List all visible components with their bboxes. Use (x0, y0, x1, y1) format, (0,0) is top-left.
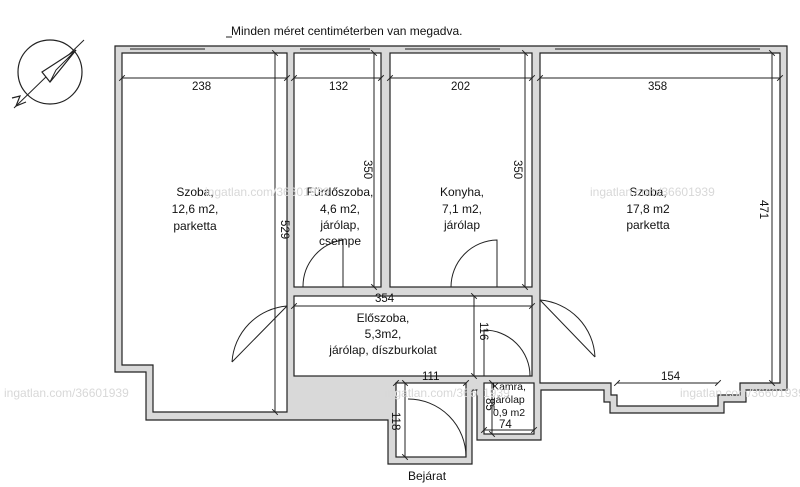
door-szoba-2 (539, 299, 596, 358)
room-label-line: Konyha, (440, 185, 484, 199)
room-label-line: parketta (173, 219, 217, 233)
door-furdo (302, 239, 344, 288)
room-label-line: csempe (319, 234, 361, 248)
dim-entry-width: 111 (422, 371, 439, 383)
watermark: ingatlan.com/36601939 (4, 386, 129, 400)
room-label-line: 17,8 m2 (626, 202, 670, 216)
door-konyha (450, 239, 498, 288)
dim-szoba2-bottom: 154 (661, 371, 681, 383)
dim-furdo-width: 132 (329, 81, 348, 93)
dim-konyha-height: 350 (511, 160, 523, 179)
dim-szoba1-width: 238 (192, 81, 211, 93)
dim-entry-depth: 118 (389, 412, 401, 430)
room-label-line: Fürdőszoba, (307, 185, 374, 199)
watermark: ingatlan.com/36601939 (590, 185, 715, 199)
room-label-line: Előszoba, (357, 311, 410, 325)
room-label-line: 0,9 m2 (493, 407, 525, 419)
compass-icon (11, 39, 85, 109)
room-labels: Szoba, 12,6 m2, parketta Fürdőszoba, 4,6… (172, 185, 670, 419)
entrance-label: Bejárat (408, 469, 447, 483)
dim-eloszoba-height: 116 (477, 322, 489, 340)
watermark: ingatlan.com/36601939 (385, 386, 510, 400)
door-szoba-1 (231, 305, 288, 363)
dim-kamra-width: 74 (499, 419, 512, 431)
room-szoba-1 (121, 52, 288, 413)
windows (130, 45, 760, 50)
measurement-note: Minden méret centiméterben van megadva. (231, 24, 462, 38)
dim-szoba2-width: 358 (648, 81, 667, 93)
dim-eloszoba-width: 354 (375, 293, 395, 305)
dim-furdo-height: 350 (361, 160, 373, 179)
dim-szoba2-height: 471 (757, 200, 769, 219)
door-entry (407, 398, 467, 458)
room-label-line: Szoba, (176, 185, 213, 199)
room-label-line: 12,6 m2, (172, 202, 219, 216)
room-label-line: 5,3m2, (365, 327, 402, 341)
room-furdoszoba (293, 52, 382, 288)
room-label-line: járólap, díszburkolat (328, 343, 437, 357)
dim-kamra-depth: 85 (483, 398, 495, 411)
watermarks: ingatlan.com/36601939 ingatlan.com/36601… (4, 185, 800, 400)
room-label-line: Szoba, (629, 185, 666, 199)
dim-szoba1-height: 529 (278, 220, 290, 239)
room-label-line: 4,6 m2, (320, 202, 360, 216)
room-label-line: járólap, (319, 218, 359, 232)
room-konyha (389, 52, 533, 288)
watermark: ingatlan.com/36601939 (680, 386, 800, 400)
room-szoba-2 (539, 52, 781, 407)
room-label-line: járólap (492, 394, 525, 406)
room-eloszoba (293, 295, 533, 377)
doors (231, 239, 596, 458)
room-label-line: parketta (626, 218, 670, 232)
watermark: ingatlan.com/36601939 (205, 185, 330, 199)
door-kamra (483, 329, 531, 377)
dimension-labels: 238 132 202 358 350 350 529 471 354 116 … (192, 81, 769, 431)
room-label-line: Kamra, (492, 381, 526, 393)
dim-konyha-width: 202 (451, 81, 470, 93)
room-label-line: járólap (443, 218, 480, 232)
room-label-line: 7,1 m2, (442, 202, 482, 216)
dimension-lines (118, 49, 784, 461)
walls (114, 45, 788, 465)
